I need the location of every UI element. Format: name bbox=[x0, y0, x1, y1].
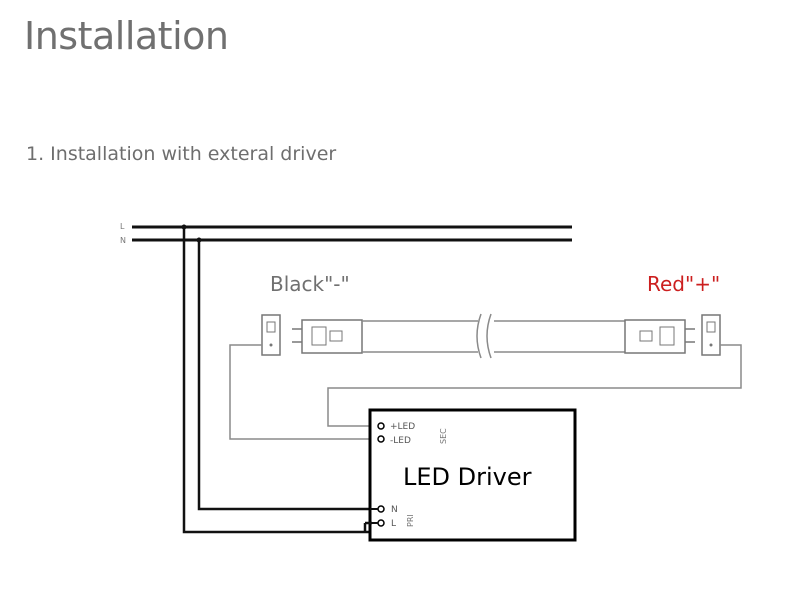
l-terminal bbox=[377, 519, 385, 527]
led-tube bbox=[292, 313, 695, 359]
minus-led-terminal bbox=[377, 435, 385, 443]
mains-lines: L N bbox=[120, 222, 572, 245]
section-heading: 1. Installation with exteral driver bbox=[26, 143, 337, 165]
secondary-wires bbox=[229, 344, 742, 440]
page-title: Installation bbox=[24, 14, 229, 58]
primary-wires bbox=[181, 224, 373, 534]
driver-title: LED Driver bbox=[403, 463, 532, 491]
plus-led-label: +LED bbox=[390, 422, 415, 432]
l-label: L bbox=[391, 519, 396, 529]
led-driver: LED Driver +LED -LED SEC N L PRI bbox=[368, 408, 577, 542]
n-label: N bbox=[391, 505, 398, 515]
line-n-label: N bbox=[120, 236, 126, 245]
plus-led-terminal bbox=[377, 422, 385, 430]
sec-label: SEC bbox=[439, 428, 448, 444]
l-drop-wire bbox=[182, 227, 373, 534]
plus-led-wire bbox=[327, 344, 742, 427]
left-lampholder bbox=[261, 314, 281, 356]
l-junction bbox=[181, 224, 187, 230]
minus-led-label: -LED bbox=[390, 436, 411, 446]
n-terminal bbox=[377, 505, 385, 513]
n-drop-wire bbox=[197, 240, 373, 511]
minus-led-wire bbox=[229, 344, 378, 440]
black-label: Black"-" bbox=[270, 272, 350, 296]
n-junction bbox=[196, 237, 202, 243]
red-label: Red"+" bbox=[647, 272, 720, 296]
pri-label: PRI bbox=[406, 514, 415, 527]
line-l-label: L bbox=[120, 222, 125, 231]
right-lampholder bbox=[701, 314, 721, 356]
